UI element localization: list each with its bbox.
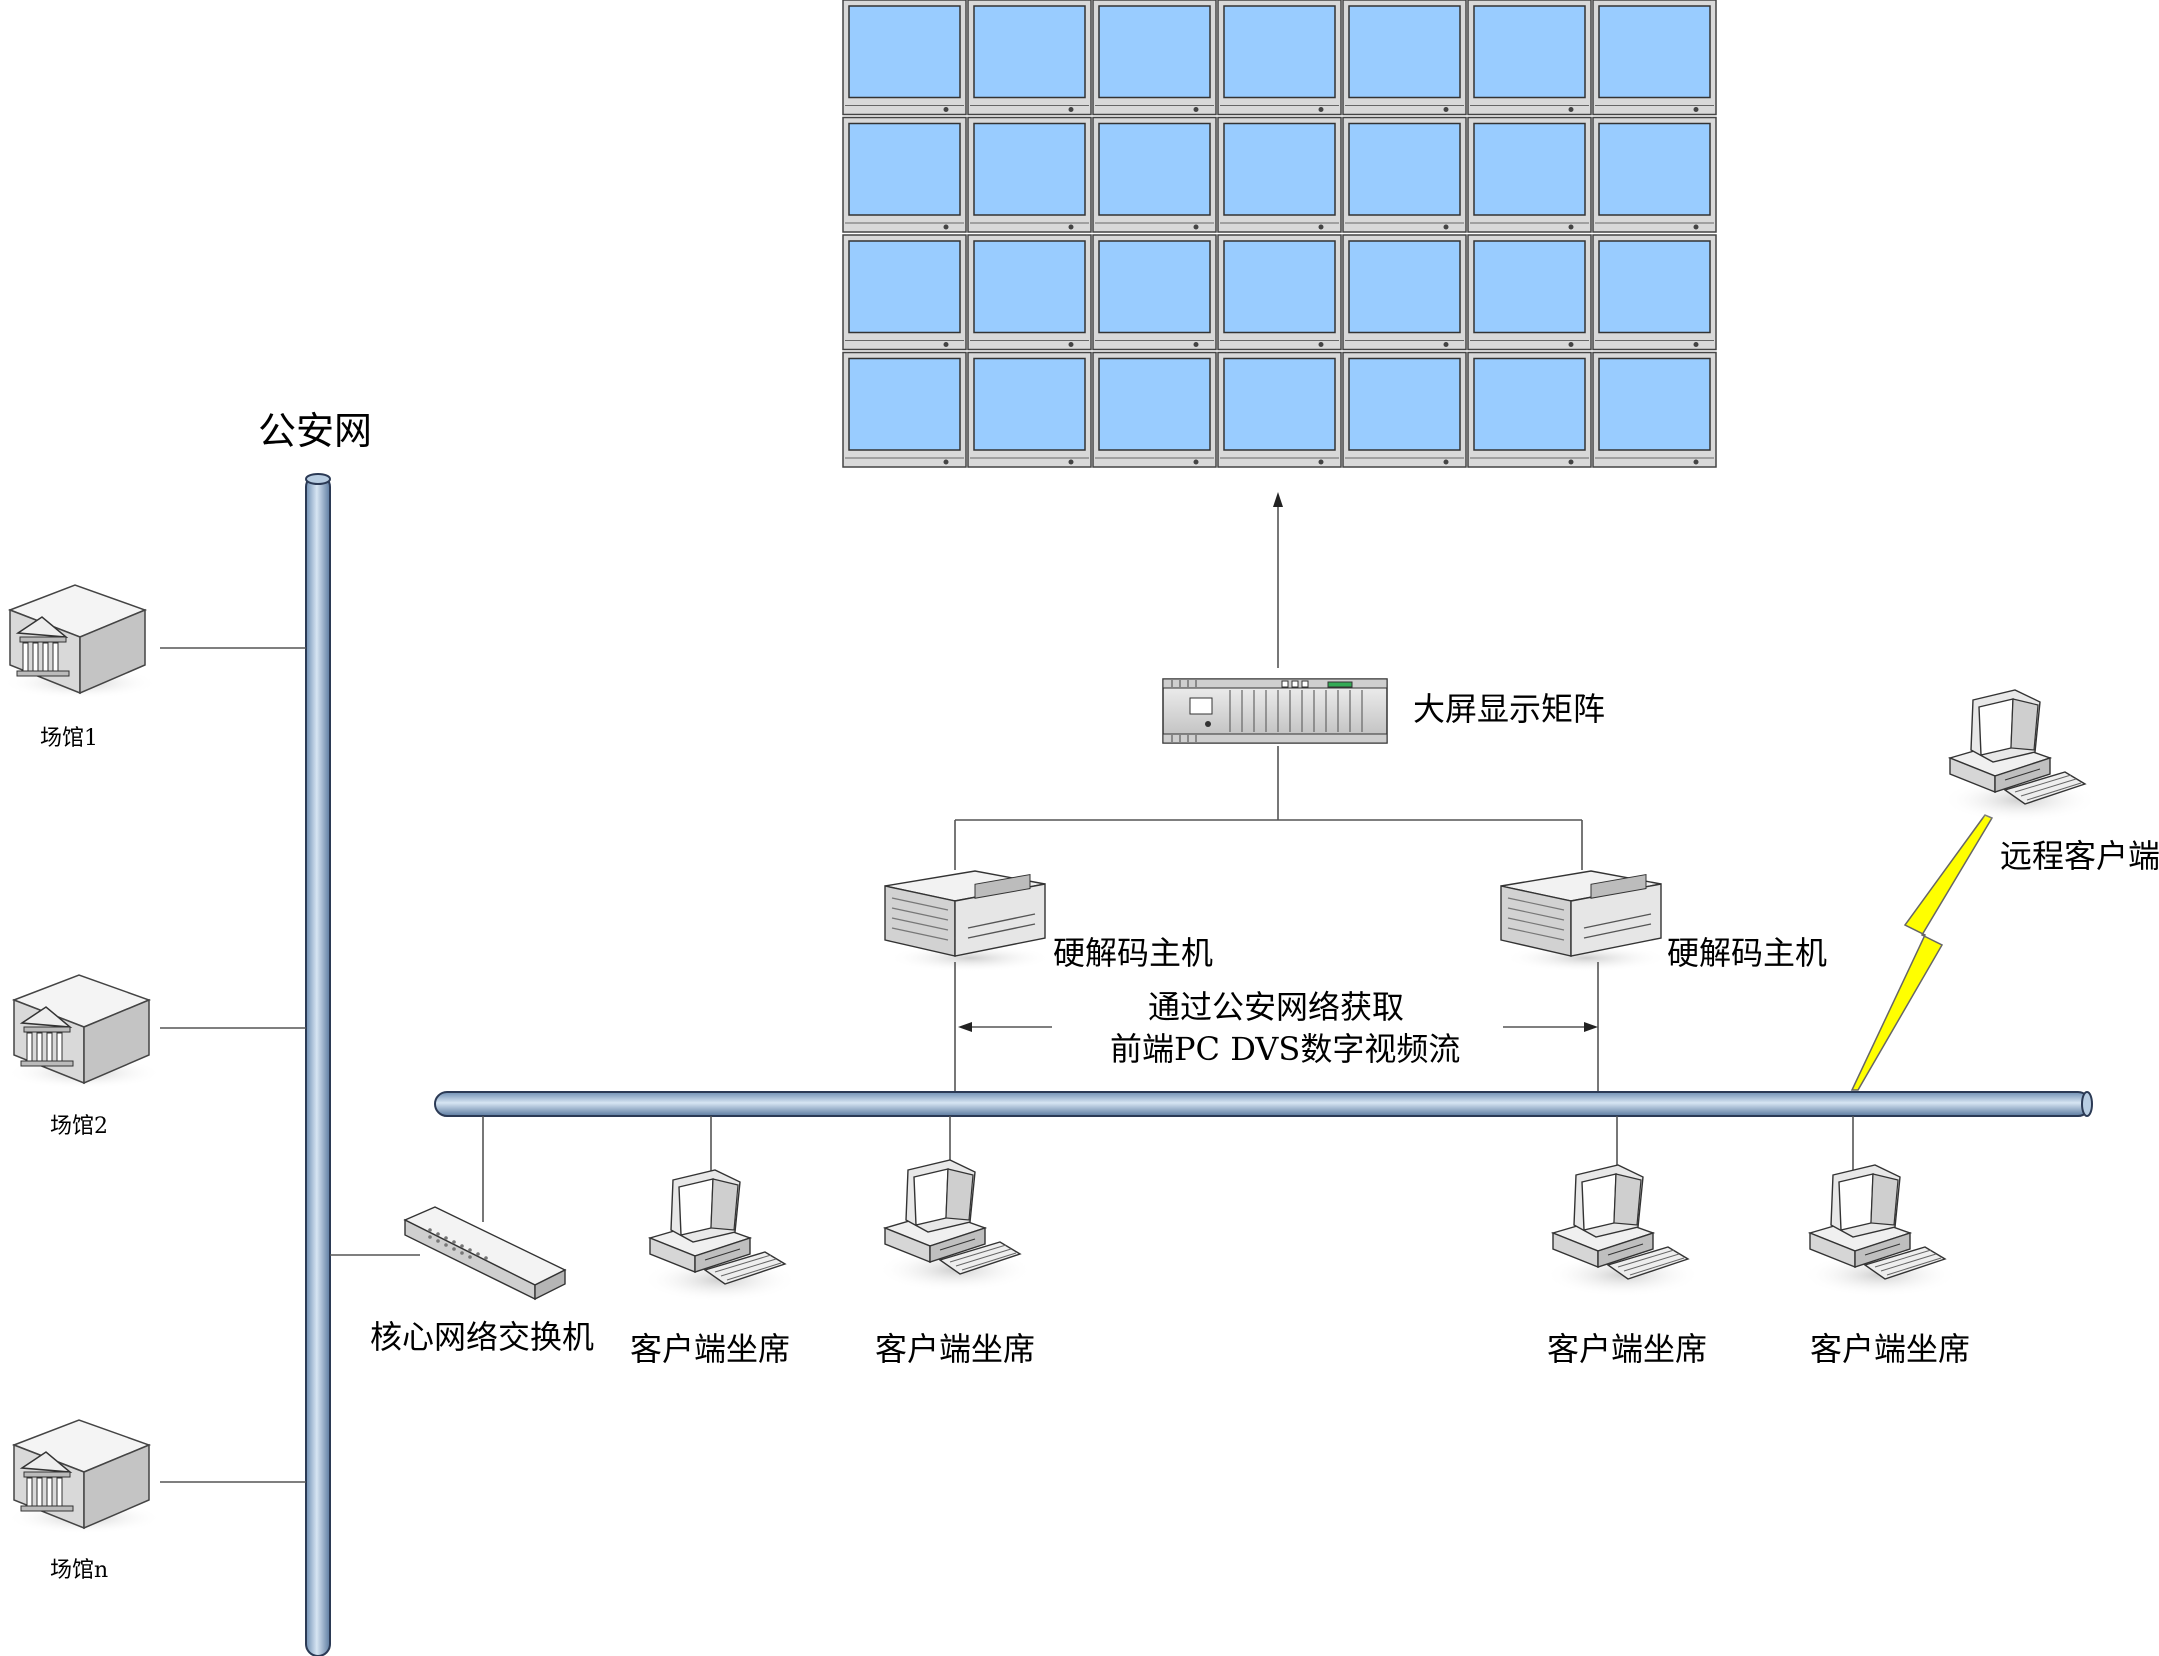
remote-client: 远程客户端 — [1850, 689, 2159, 1091]
monitor-icon — [1592, 116, 1717, 233]
computer-icon — [1941, 689, 2095, 823]
display-matrix-label: 大屏显示矩阵 — [1413, 690, 1605, 728]
building-icon — [5, 1419, 163, 1535]
computer-icon — [1544, 1164, 1698, 1298]
public-security-net-label: 公安网 — [258, 409, 372, 453]
monitor-icon — [1217, 234, 1342, 351]
building-icon — [1, 584, 159, 700]
client-seat-1-label: 客户端坐席 — [630, 1330, 790, 1368]
monitor-icon — [967, 0, 1092, 116]
stream-note-line2: 前端PC DVS数字视频流 — [1110, 1030, 1460, 1068]
monitor-icon — [1217, 116, 1342, 233]
monitor-icon — [967, 116, 1092, 233]
server-rack-icon — [1162, 678, 1388, 744]
monitor-icon — [842, 116, 967, 233]
monitor-icon — [1342, 116, 1467, 233]
monitor-icon — [1592, 0, 1717, 116]
core-switch-label: 核心网络交换机 — [370, 1318, 594, 1356]
monitor-icon — [967, 351, 1092, 468]
decoder-host-icon — [1500, 870, 1666, 973]
monitor-icon — [1592, 234, 1717, 351]
monitor-icon — [1467, 116, 1592, 233]
monitor-icon — [1467, 0, 1592, 116]
venue-1: 场馆1 — [1, 584, 306, 751]
monitor-icon — [1092, 351, 1217, 468]
client-seat-3-label: 客户端坐席 — [1547, 1330, 1707, 1368]
client-seat-2-label: 客户端坐席 — [875, 1330, 1035, 1368]
decoder-host-left-label: 硬解码主机 — [1053, 934, 1213, 972]
matrix-branch-lines — [954, 746, 1583, 870]
matrix-to-wall-arrow — [1273, 492, 1283, 668]
client-seat-4-label: 客户端坐席 — [1810, 1330, 1970, 1368]
client-seat-1: 客户端坐席 — [630, 1116, 795, 1368]
decoder-host-right: 硬解码主机 — [1500, 870, 1827, 973]
lan-bus — [434, 1091, 2093, 1117]
monitor-icon — [1217, 0, 1342, 116]
monitor-icon — [1342, 0, 1467, 116]
remote-client-label: 远程客户端 — [2000, 837, 2159, 875]
stream-note-line1: 通过公安网络获取 — [1148, 988, 1404, 1026]
arrow-left — [958, 1022, 972, 1032]
building-icon — [5, 974, 163, 1090]
monitor-icon — [842, 351, 967, 468]
monitor-icon — [967, 234, 1092, 351]
venue-2-label: 场馆2 — [50, 1114, 108, 1139]
public-security-net: 公安网 — [258, 409, 372, 1656]
lightning-icon — [1850, 814, 1994, 1091]
monitor-icon — [1467, 234, 1592, 351]
monitor-icon — [842, 234, 967, 351]
monitor-icon — [842, 0, 967, 116]
computer-icon — [876, 1159, 1030, 1293]
monitor-icon — [1592, 351, 1717, 468]
stream-note: 通过公安网络获取 前端PC DVS数字视频流 — [958, 988, 1598, 1068]
monitor-icon — [1342, 351, 1467, 468]
decoder-host-icon — [884, 870, 1050, 973]
venue-n-label: 场馆n — [50, 1558, 108, 1583]
venue-1-label: 场馆1 — [40, 726, 98, 751]
venue-2: 场馆2 — [5, 974, 306, 1139]
client-seat-3: 客户端坐席 — [1544, 1116, 1707, 1368]
monitor-icon — [1342, 234, 1467, 351]
display-matrix: 大屏显示矩阵 — [1162, 678, 1605, 744]
network-switch-icon — [404, 1206, 566, 1300]
computer-icon — [641, 1169, 795, 1303]
client-seat-2: 客户端坐席 — [875, 1116, 1035, 1368]
decoder-host-left: 硬解码主机 — [884, 870, 1213, 973]
venue-n: 场馆n — [5, 1419, 306, 1583]
monitor-icon — [1092, 234, 1217, 351]
monitor-icon — [1217, 351, 1342, 468]
monitor-icon — [1467, 351, 1592, 468]
core-switch: 核心网络交换机 — [330, 1116, 594, 1356]
client-seat-4: 客户端坐席 — [1801, 1116, 1970, 1368]
arrow-right — [1584, 1022, 1598, 1032]
video-wall — [842, 0, 1717, 468]
monitor-icon — [1092, 116, 1217, 233]
monitor-icon — [1092, 0, 1217, 116]
computer-icon — [1801, 1164, 1955, 1298]
decoder-host-right-label: 硬解码主机 — [1667, 934, 1827, 972]
